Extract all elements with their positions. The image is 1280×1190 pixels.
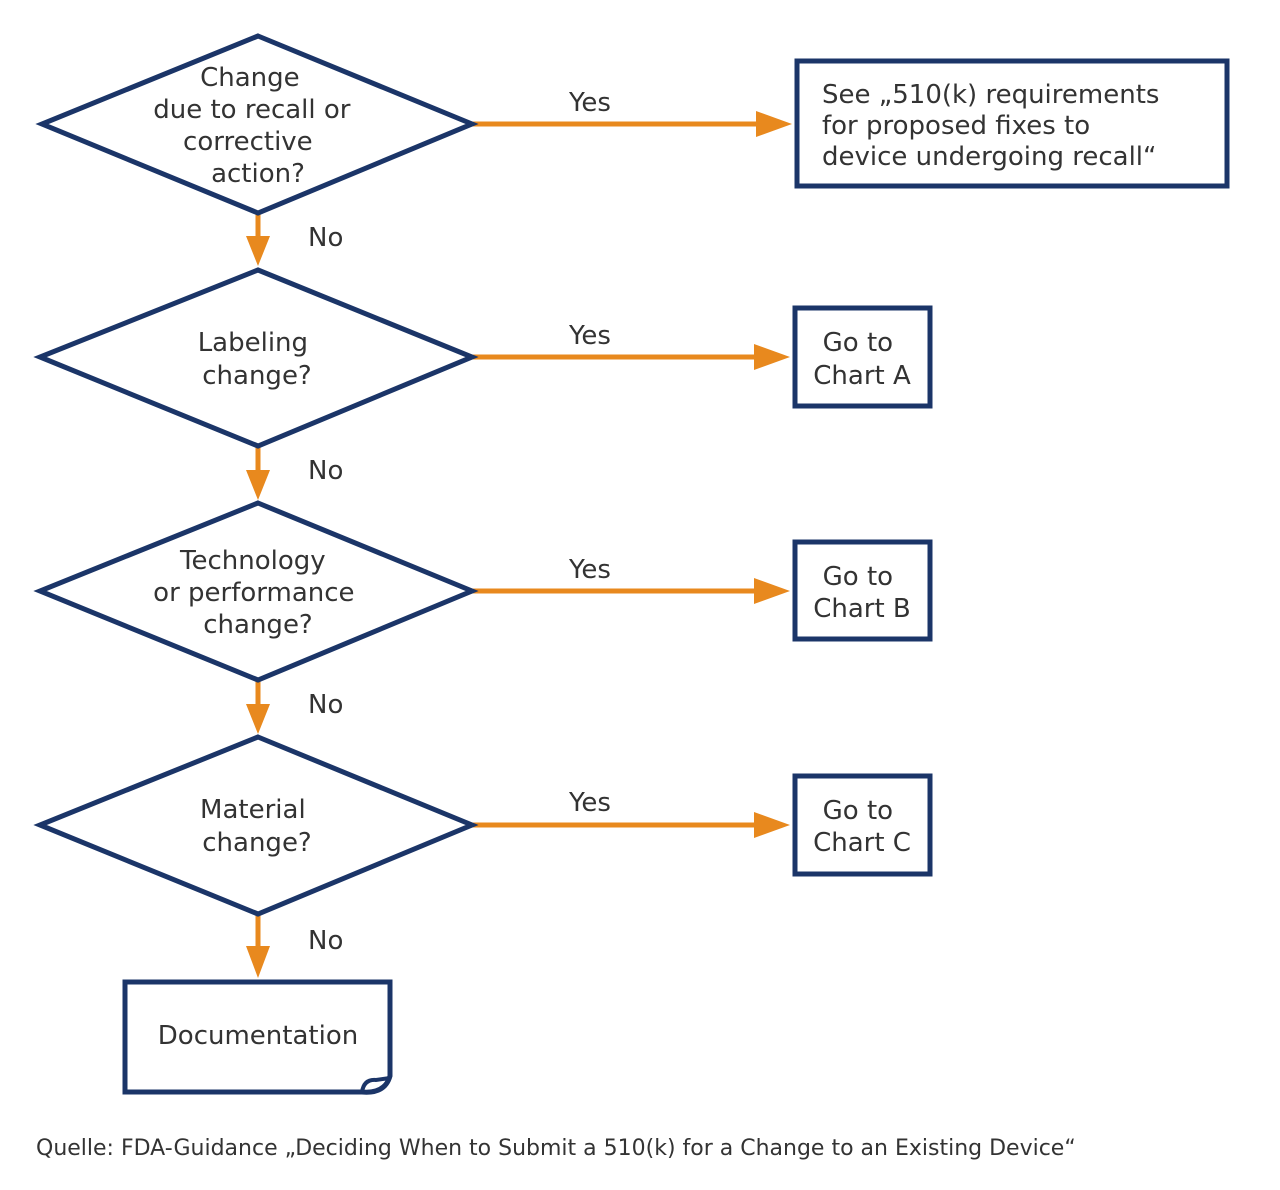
decision-q4: Material change? bbox=[33, 734, 479, 917]
edge-q3-r3-label: Yes bbox=[568, 555, 611, 585]
decision-q1-label: Change due to recall or corrective actio… bbox=[153, 63, 359, 189]
outcome-r4-line-2: Chart C bbox=[813, 828, 911, 858]
decision-q3-line-1: Technology bbox=[179, 546, 326, 576]
edge-q2-r2-label: Yes bbox=[568, 321, 611, 351]
outcome-r3: Go to Chart B bbox=[792, 539, 933, 642]
final-documentation-fold bbox=[360, 1076, 391, 1093]
decision-q4-shape bbox=[33, 734, 479, 917]
edge-q1-q2-label: No bbox=[308, 223, 343, 253]
decision-q2-line-2: change? bbox=[202, 361, 311, 391]
decision-q3-line-2: or performance bbox=[153, 578, 354, 608]
edge-q3-q4-arrowhead bbox=[246, 704, 270, 734]
outcome-r1-line-2: for proposed fixes to bbox=[822, 111, 1090, 141]
edge-q3-r3-arrowhead bbox=[754, 578, 790, 604]
edge-q4-doc-arrowhead bbox=[246, 946, 270, 978]
decision-q3-line-3: change? bbox=[203, 610, 312, 640]
edge-q1-q2-arrowhead bbox=[246, 236, 270, 266]
decision-q3: Technology or performance change? bbox=[33, 500, 479, 683]
outcome-r1-line-1: See „510(k) requirements bbox=[822, 80, 1159, 110]
edge-q2-q3-arrowhead bbox=[246, 470, 270, 500]
decision-q2-shape bbox=[33, 267, 479, 449]
edge-q1-r1-label: Yes bbox=[568, 88, 611, 118]
outcome-r4: Go to Chart C bbox=[792, 773, 933, 877]
source-note: Quelle: FDA-Guidance „Deciding When to S… bbox=[36, 1136, 1076, 1161]
outcome-r1-line-3: device undergoing recall“ bbox=[822, 142, 1157, 172]
outcome-r4-box bbox=[792, 773, 933, 877]
edge-q3-q4-label: No bbox=[308, 690, 343, 720]
decision-q2-line-1: Labeling bbox=[198, 328, 308, 358]
outcome-r4-line-1: Go to bbox=[823, 796, 893, 826]
decision-q1-line-1: Change bbox=[200, 63, 300, 93]
outcome-r3-label: Go to Chart B bbox=[813, 562, 911, 624]
outcome-r3-box bbox=[792, 539, 933, 642]
decision-q1-line-2: due to recall or bbox=[153, 95, 351, 125]
decision-q4-line-2: change? bbox=[202, 828, 311, 858]
edge-q4-doc-label: No bbox=[308, 926, 343, 956]
outcome-r2-line-1: Go to bbox=[823, 328, 893, 358]
outcome-r2-line-2: Chart A bbox=[813, 361, 911, 391]
outcome-r2-label: Go to Chart A bbox=[813, 328, 911, 391]
decision-q2-label: Labeling change? bbox=[198, 328, 317, 391]
final-documentation: Documentation bbox=[122, 979, 393, 1095]
decision-q1-shape bbox=[35, 33, 479, 216]
outcome-r3-line-2: Chart B bbox=[813, 594, 911, 624]
outcome-r1: See „510(k) requirements for proposed fi… bbox=[794, 58, 1230, 189]
decision-q1-line-4: action? bbox=[211, 159, 305, 189]
outcome-r1-label: See „510(k) requirements for proposed fi… bbox=[822, 80, 1168, 172]
final-documentation-label: Documentation bbox=[158, 1021, 358, 1051]
edge-q2-r2-arrowhead bbox=[754, 344, 790, 370]
decision-q3-label: Technology or performance change? bbox=[153, 546, 363, 640]
decision-q4-line-1: Material bbox=[200, 795, 306, 825]
decision-q1-line-3: corrective bbox=[183, 127, 313, 157]
decision-q1: Change due to recall or corrective actio… bbox=[35, 33, 479, 216]
outcome-r1-box bbox=[794, 58, 1230, 189]
outcome-r4-label: Go to Chart C bbox=[813, 796, 911, 858]
outcome-r3-line-1: Go to bbox=[823, 562, 893, 592]
outcome-r2-box bbox=[792, 305, 933, 409]
edge-q1-r1-arrowhead bbox=[756, 111, 792, 137]
decision-q3-shape bbox=[33, 500, 479, 683]
edge-q4-r4-arrowhead bbox=[754, 812, 790, 838]
edge-q2-q3-label: No bbox=[308, 456, 343, 486]
decision-q4-label: Material change? bbox=[200, 795, 314, 858]
outcome-r2: Go to Chart A bbox=[792, 305, 933, 409]
edge-q4-r4-label: Yes bbox=[568, 788, 611, 818]
decision-q2: Labeling change? bbox=[33, 267, 479, 449]
